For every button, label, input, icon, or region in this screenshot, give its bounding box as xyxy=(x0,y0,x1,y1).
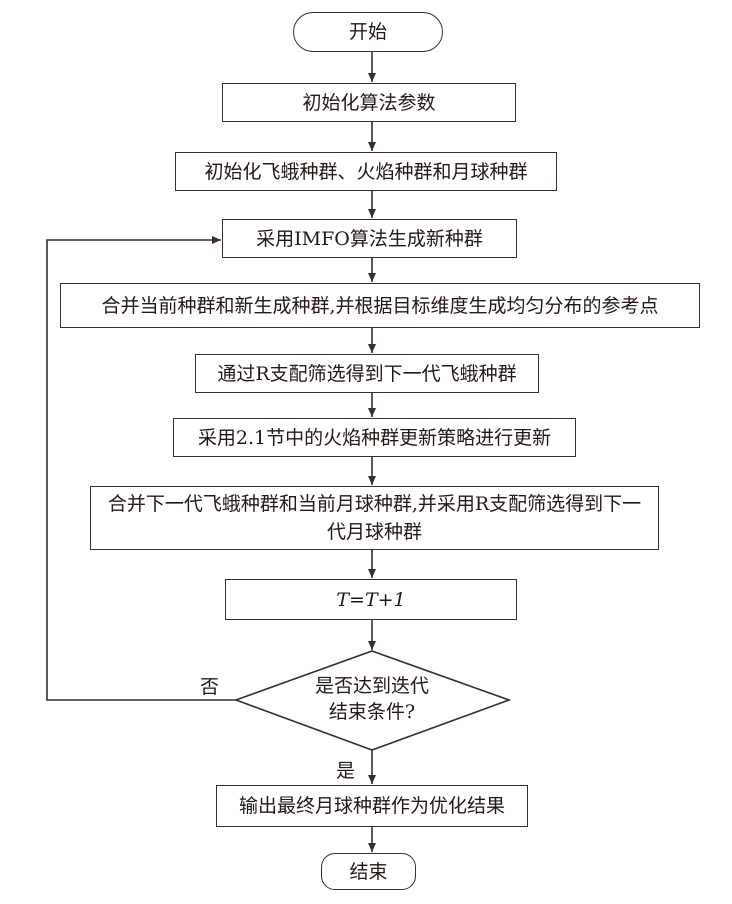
decision-line-1: 是否达到迭代 xyxy=(314,675,429,697)
step-label: 通过R支配筛选得到下一代飞蛾种群 xyxy=(217,362,517,385)
end-terminal: 结束 xyxy=(321,853,416,890)
decision-line-2: 结束条件? xyxy=(328,701,416,723)
step-imfo-generate: 采用IMFO算法生成新种群 xyxy=(222,219,517,258)
start-label: 开始 xyxy=(348,21,387,43)
loop-back-arrow xyxy=(46,236,236,701)
step-merge-reference-points: 合并当前种群和新生成种群,并根据目标维度生成均匀分布的参考点 xyxy=(60,283,700,328)
step-label: 输出最终月球种群作为优化结果 xyxy=(238,795,505,817)
decision-text: 是否达到迭代 结束条件? xyxy=(280,673,464,725)
step-label: 采用IMFO算法生成新种群 xyxy=(256,227,483,250)
step-init-populations: 初始化飞蛾种群、火焰种群和月球种群 xyxy=(175,152,557,191)
step-r-dominance-moth: 通过R支配筛选得到下一代飞蛾种群 xyxy=(195,354,539,393)
step-label: T=T+1 xyxy=(336,588,406,611)
step-label: 合并当前种群和新生成种群,并根据目标维度生成均匀分布的参考点 xyxy=(101,294,659,317)
end-label: 结束 xyxy=(349,860,388,883)
step-flame-update: 采用2.1节中的火焰种群更新策略进行更新 xyxy=(173,418,576,457)
start-terminal: 开始 xyxy=(293,12,443,52)
step-label: 初始化飞蛾种群、火焰种群和月球种群 xyxy=(204,160,528,183)
step-label: 初始化算法参数 xyxy=(302,91,436,114)
yes-label: 是 xyxy=(336,760,356,782)
step-merge-moon: 合并下一代飞蛾种群和当前月球种群,并采用R支配筛选得到下一代月球种群 xyxy=(90,486,659,550)
step-output-result: 输出最终月球种群作为优化结果 xyxy=(216,785,528,827)
step-init-params: 初始化算法参数 xyxy=(222,83,516,122)
step-increment-t: T=T+1 xyxy=(225,579,517,620)
step-label: 合并下一代飞蛾种群和当前月球种群,并采用R支配筛选得到下一代月球种群 xyxy=(107,493,642,543)
no-label: 否 xyxy=(200,676,220,698)
decision-diamond xyxy=(233,650,512,751)
step-label: 采用2.1节中的火焰种群更新策略进行更新 xyxy=(197,426,552,449)
